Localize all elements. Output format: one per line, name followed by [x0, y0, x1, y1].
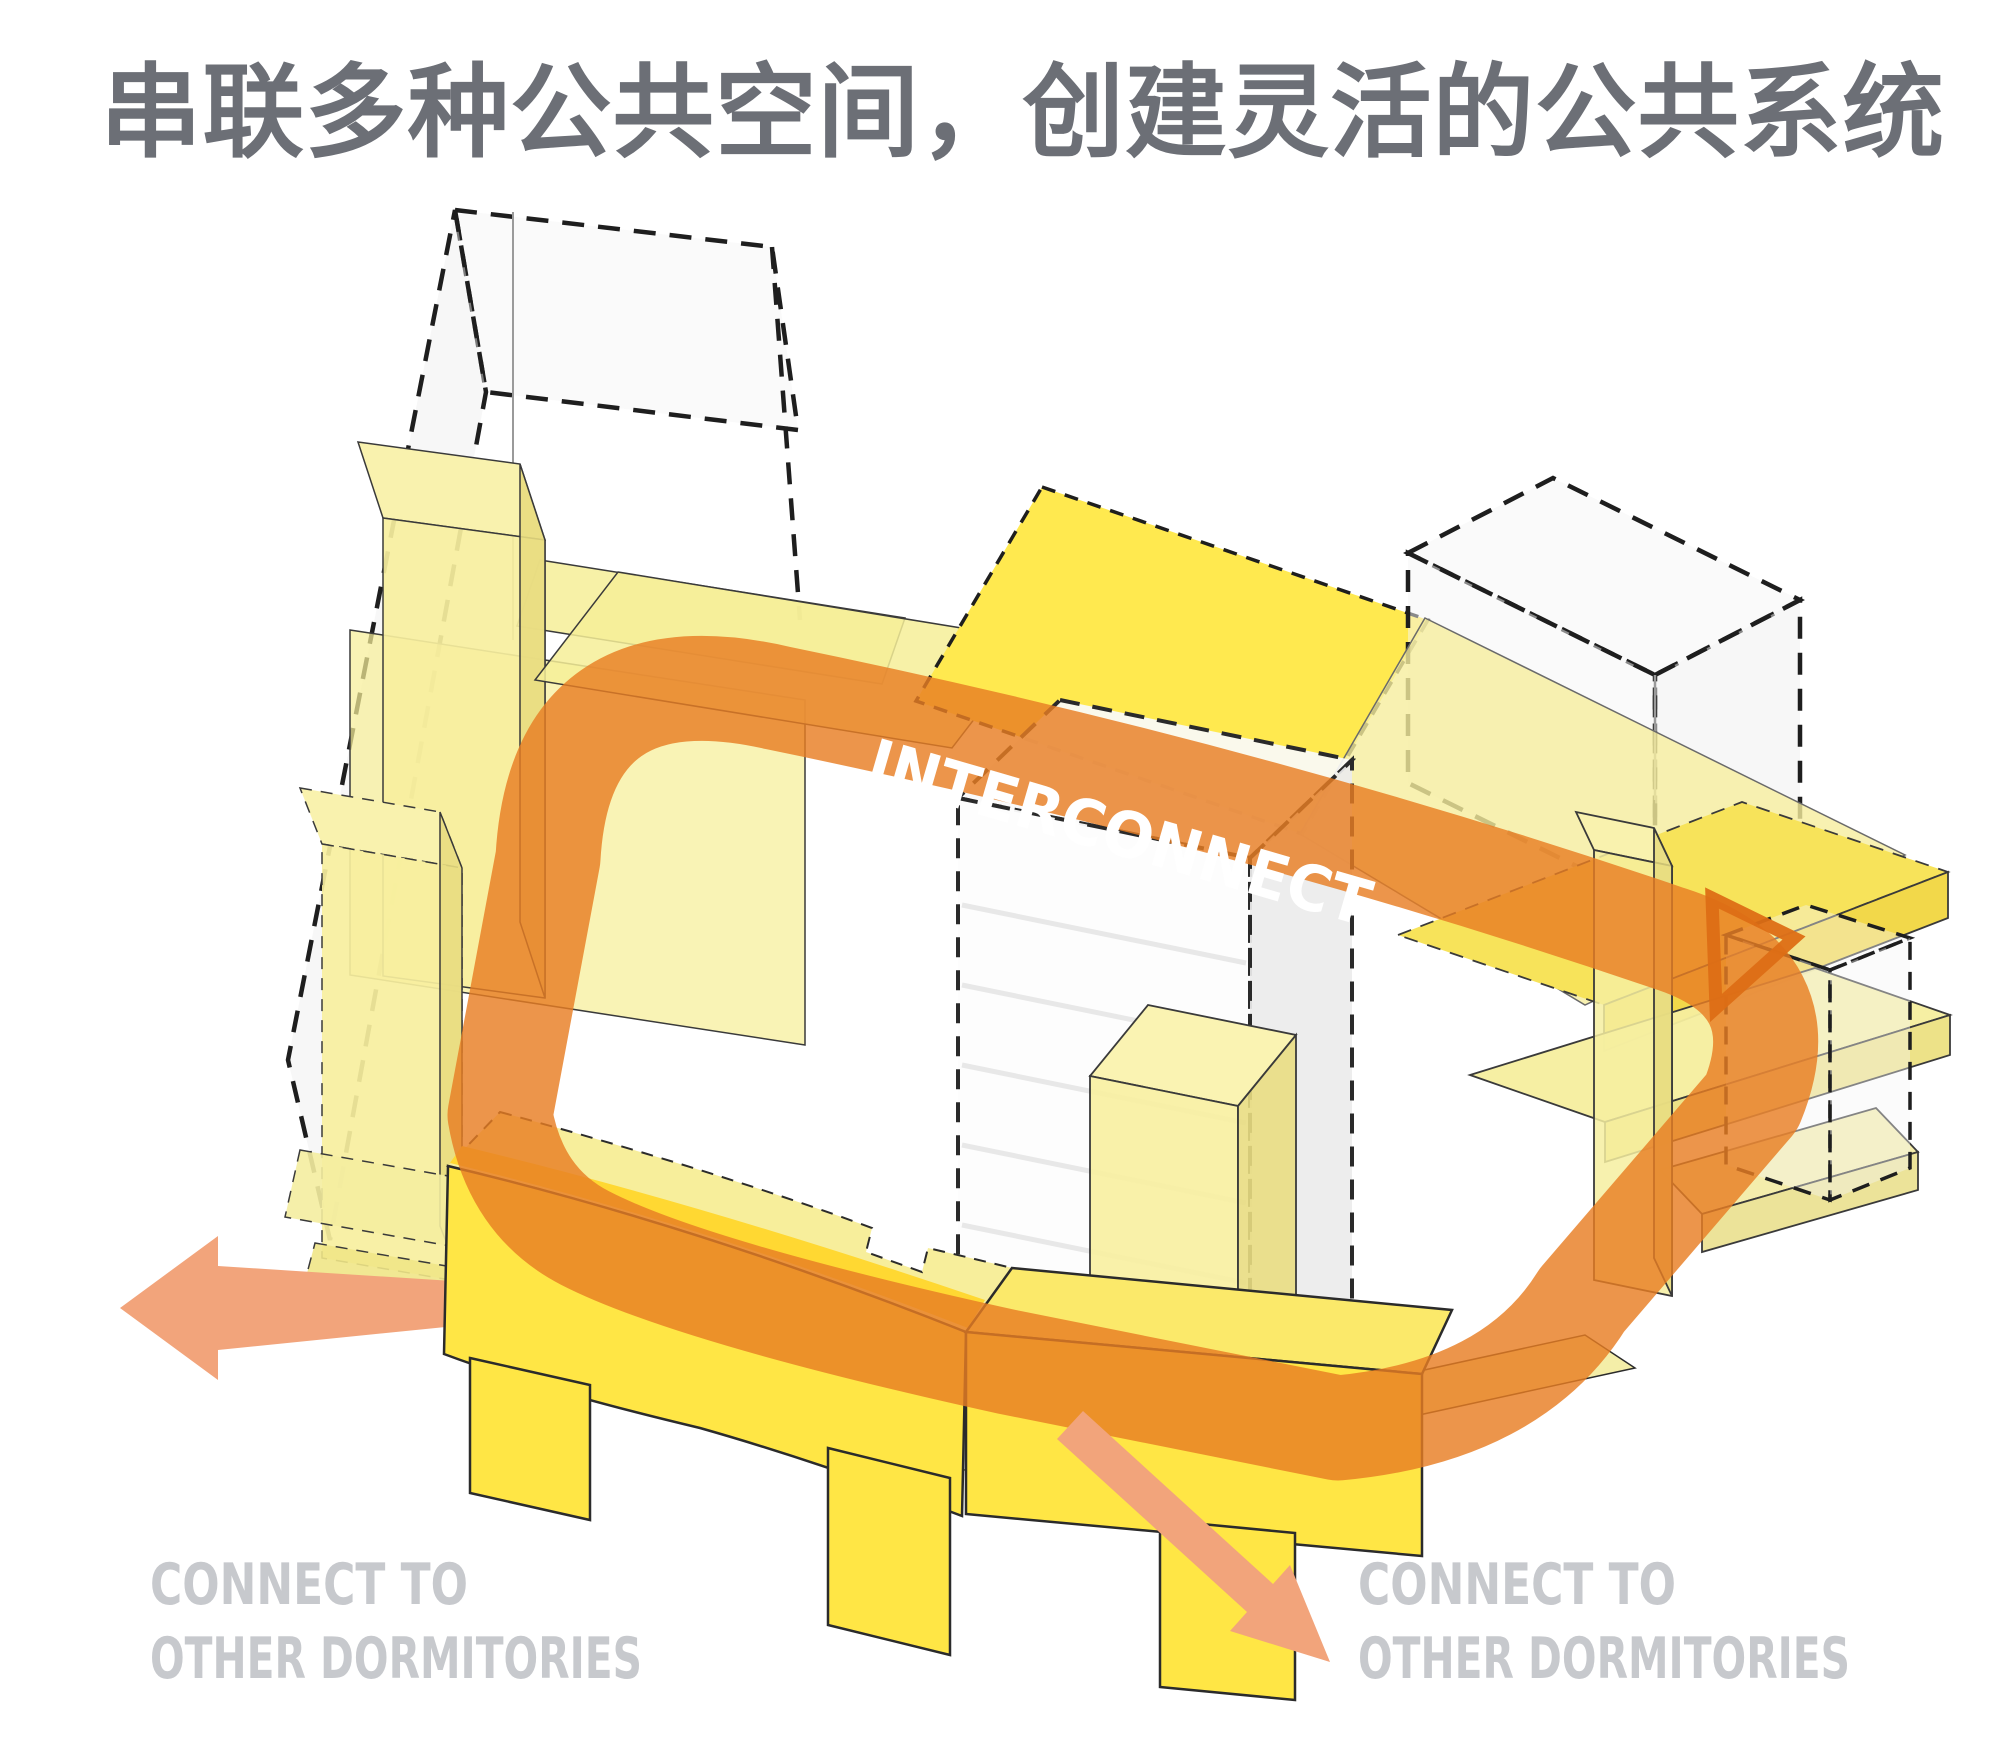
connect-right-line1: CONNECT TO [1358, 1552, 1676, 1618]
front-right-block-leg [1158, 1518, 1297, 1702]
connect-label-right: CONNECT TO OTHER DORMITORIES [1358, 1552, 1850, 1692]
loop-direction-chevron-icon [1705, 887, 1806, 1023]
connect-label-left: CONNECT TO OTHER DORMITORIES [150, 1552, 642, 1692]
dashed-box-lower-right [1828, 935, 1912, 1203]
loop-band [447, 635, 1818, 1481]
arrow-connect-left [120, 1236, 515, 1380]
front-building-leg-2 [826, 1446, 952, 1657]
connect-right-line2: OTHER DORMITORIES [1358, 1626, 1850, 1692]
connect-left-line2: OTHER DORMITORIES [150, 1626, 642, 1692]
page-title-text: 串联多种公共空间，创建灵活的公共系统 [100, 54, 1945, 173]
connect-left-line1: CONNECT TO [150, 1552, 468, 1618]
dashed-box-left-top-face [452, 207, 801, 433]
arrow-connect-right [1057, 1411, 1330, 1662]
left-tower-front-top [298, 787, 464, 869]
dashed-box-left-right-edge [769, 246, 803, 621]
front-building-leg-1 [468, 1356, 592, 1522]
page-title: 串联多种公共空间，创建灵活的公共系统 [100, 54, 1945, 173]
